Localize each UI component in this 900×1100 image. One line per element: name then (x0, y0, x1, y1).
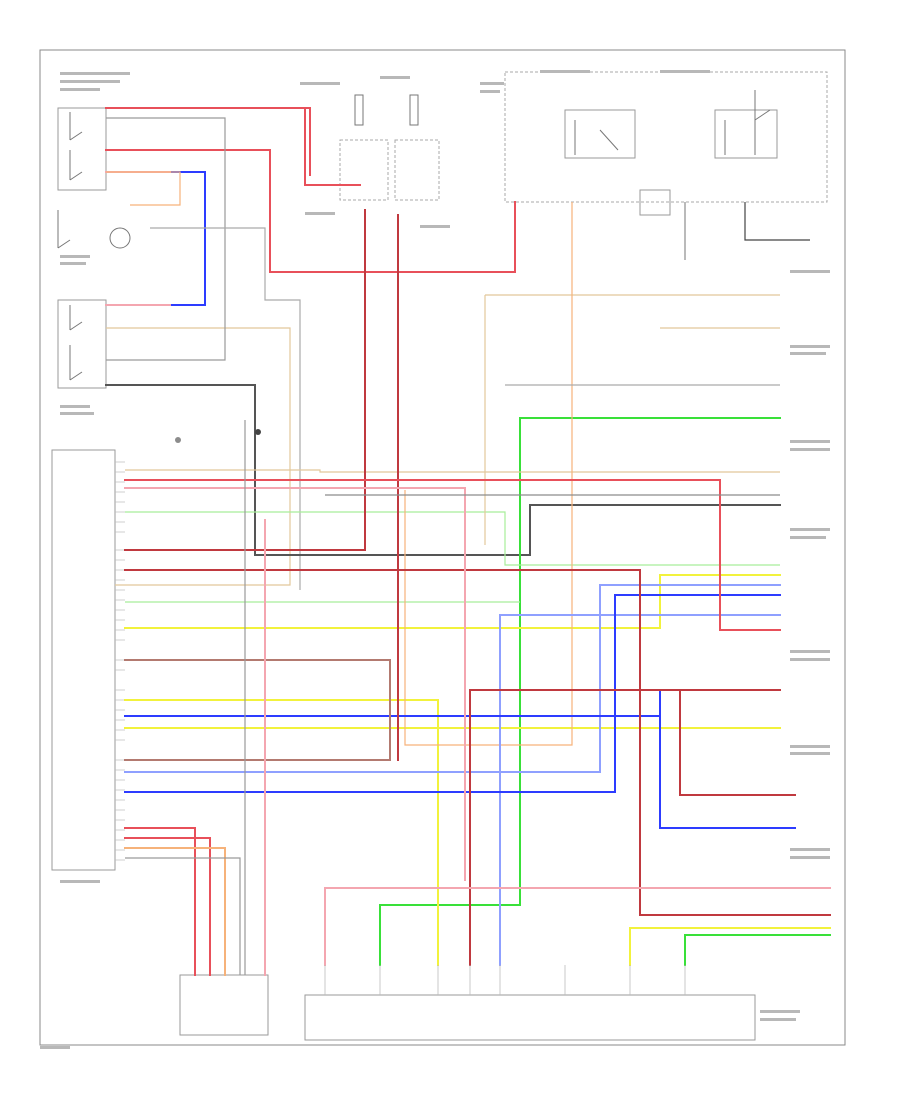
wires (105, 107, 831, 976)
resistor-node (175, 437, 181, 443)
wire-light-blue-b (499, 614, 781, 966)
diagram-frame (39, 49, 846, 1046)
wire-pink-switch (105, 171, 171, 306)
wire-tan-mode (106, 327, 291, 586)
wire-orange-top (106, 171, 181, 206)
wire-blue-b (124, 594, 781, 793)
wire-light-green (125, 511, 780, 566)
wire-yellow-d (629, 927, 831, 966)
wire-gray-b (150, 227, 301, 590)
data-link-box (179, 974, 269, 1036)
wire-pink-bottom (324, 887, 831, 966)
wire-blue-c (659, 689, 796, 829)
wire-brown-b (124, 209, 366, 551)
wire-gray-a (106, 117, 226, 361)
wire-blue-switch (169, 171, 206, 306)
wire-data-link-gray (125, 420, 246, 975)
relay-box-b (394, 139, 440, 201)
relay-coils (574, 90, 771, 155)
ground-junction (255, 429, 261, 435)
mode-switch-contacts (69, 305, 83, 381)
wire-brown-a (124, 659, 391, 761)
wire-red-lower (124, 479, 781, 631)
wire-pink-module (124, 487, 466, 881)
wire-green-long (379, 417, 781, 966)
wire-data-link-orange (124, 847, 226, 976)
wire-black-right (744, 202, 810, 241)
right-connector-box (639, 189, 671, 216)
mode-switch-box (57, 299, 107, 389)
resistor-contacts (57, 210, 131, 249)
wire-data-link-red (124, 827, 211, 976)
relay-box-a (339, 139, 389, 201)
wire-orange-vertical (404, 202, 573, 746)
wire-dark-red-b (469, 689, 781, 966)
connector-block-box (304, 994, 756, 1041)
wire-red-power (105, 107, 516, 273)
connector-block-pins (324, 965, 686, 995)
wire-yellow-c (124, 699, 439, 966)
module-pin-rows (115, 461, 125, 861)
blower-switch-contacts (69, 112, 83, 181)
annotation-marks (40, 70, 830, 1049)
wire-dark-red-c (679, 689, 796, 796)
fuse-inner-b (714, 109, 778, 159)
fuse-inner-a (564, 109, 636, 159)
blower-switch-box (57, 107, 107, 191)
wire-dark-red-a (124, 569, 831, 916)
switch-symbols (57, 90, 771, 443)
wire-tan-vertical (484, 294, 780, 545)
wire-light-blue-a (124, 584, 781, 773)
control-module-box (51, 449, 116, 871)
wire-red-upper-b (304, 107, 361, 186)
wire-tan-horizontal (125, 469, 780, 473)
fuse-box (504, 71, 828, 203)
fuse-symbols (354, 94, 419, 126)
wire-green-bottom (684, 934, 831, 966)
